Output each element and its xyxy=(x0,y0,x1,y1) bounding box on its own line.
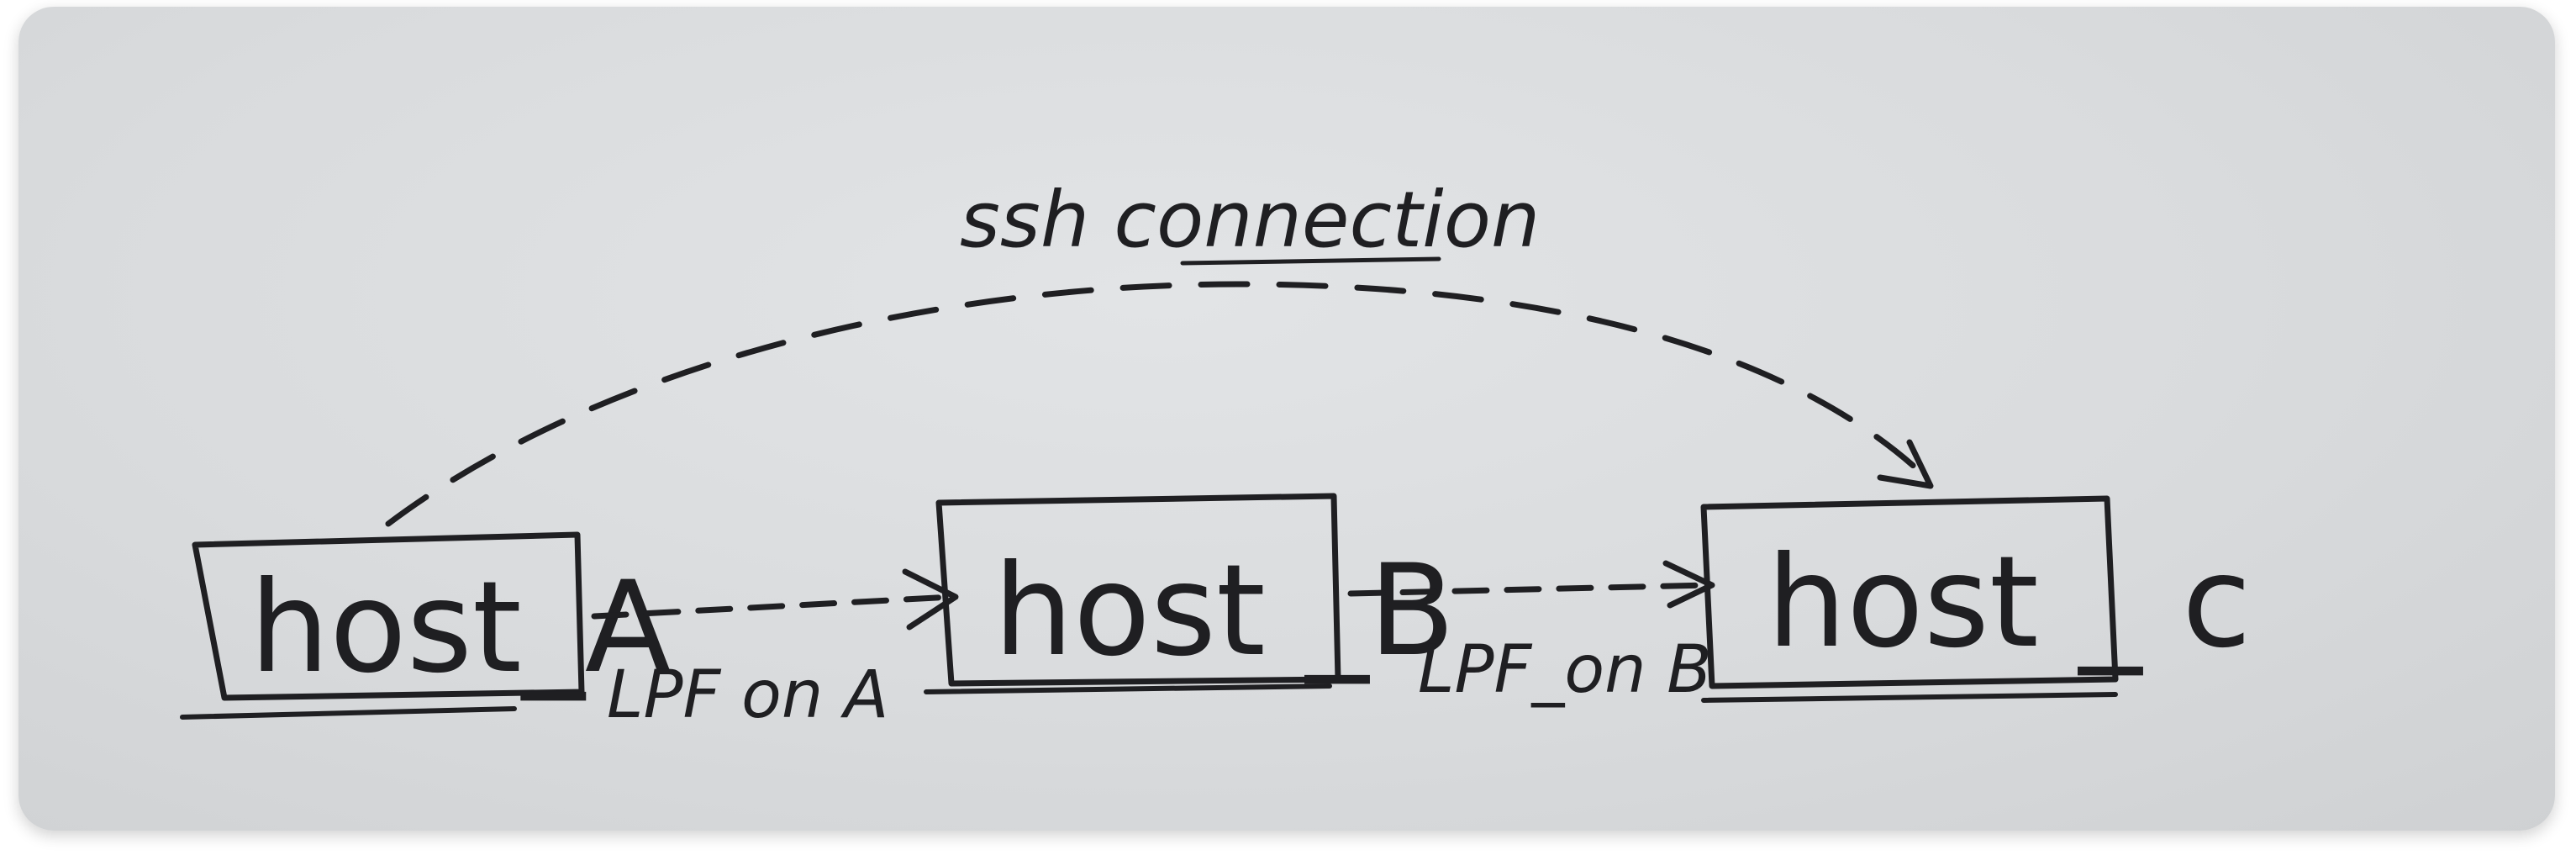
title-underline xyxy=(1180,256,1441,266)
host-a-box xyxy=(192,531,585,701)
hand-drawn-diagram: ssh connection host_A host _B host _ c L… xyxy=(180,175,2252,733)
host-c-label: host _ c xyxy=(1767,530,2252,676)
host-b-label: host _B xyxy=(993,538,1455,684)
lpf-on-b-label: LPF_on B xyxy=(1418,632,1712,708)
node-host-b: host _B xyxy=(924,493,1455,694)
lpf-b-arrow xyxy=(1347,582,1711,597)
host-a-underline xyxy=(180,706,517,720)
host-a-label: host_A xyxy=(250,555,671,701)
ssh-arc-arrowhead xyxy=(1877,439,1934,489)
ssh-connection-title: ssh connection xyxy=(960,175,1540,265)
photo-paper: ssh connection host_A host _B host _ c L… xyxy=(18,7,2555,831)
lpf-b-arrowhead xyxy=(1662,560,1715,609)
node-host-c: host _ c xyxy=(1700,495,2252,703)
ssh-connection-arc xyxy=(385,281,1930,527)
host-c-underline xyxy=(1701,692,2118,703)
host-c-box xyxy=(1700,495,2119,689)
lpf-a-arrow xyxy=(591,594,955,620)
host-b-box xyxy=(935,493,1341,687)
host-b-underline xyxy=(924,683,1332,694)
lpf-on-a-label: LPF on A xyxy=(607,657,888,733)
lpf-a-arrowhead xyxy=(902,568,959,631)
node-host-a: host_A xyxy=(180,531,671,720)
